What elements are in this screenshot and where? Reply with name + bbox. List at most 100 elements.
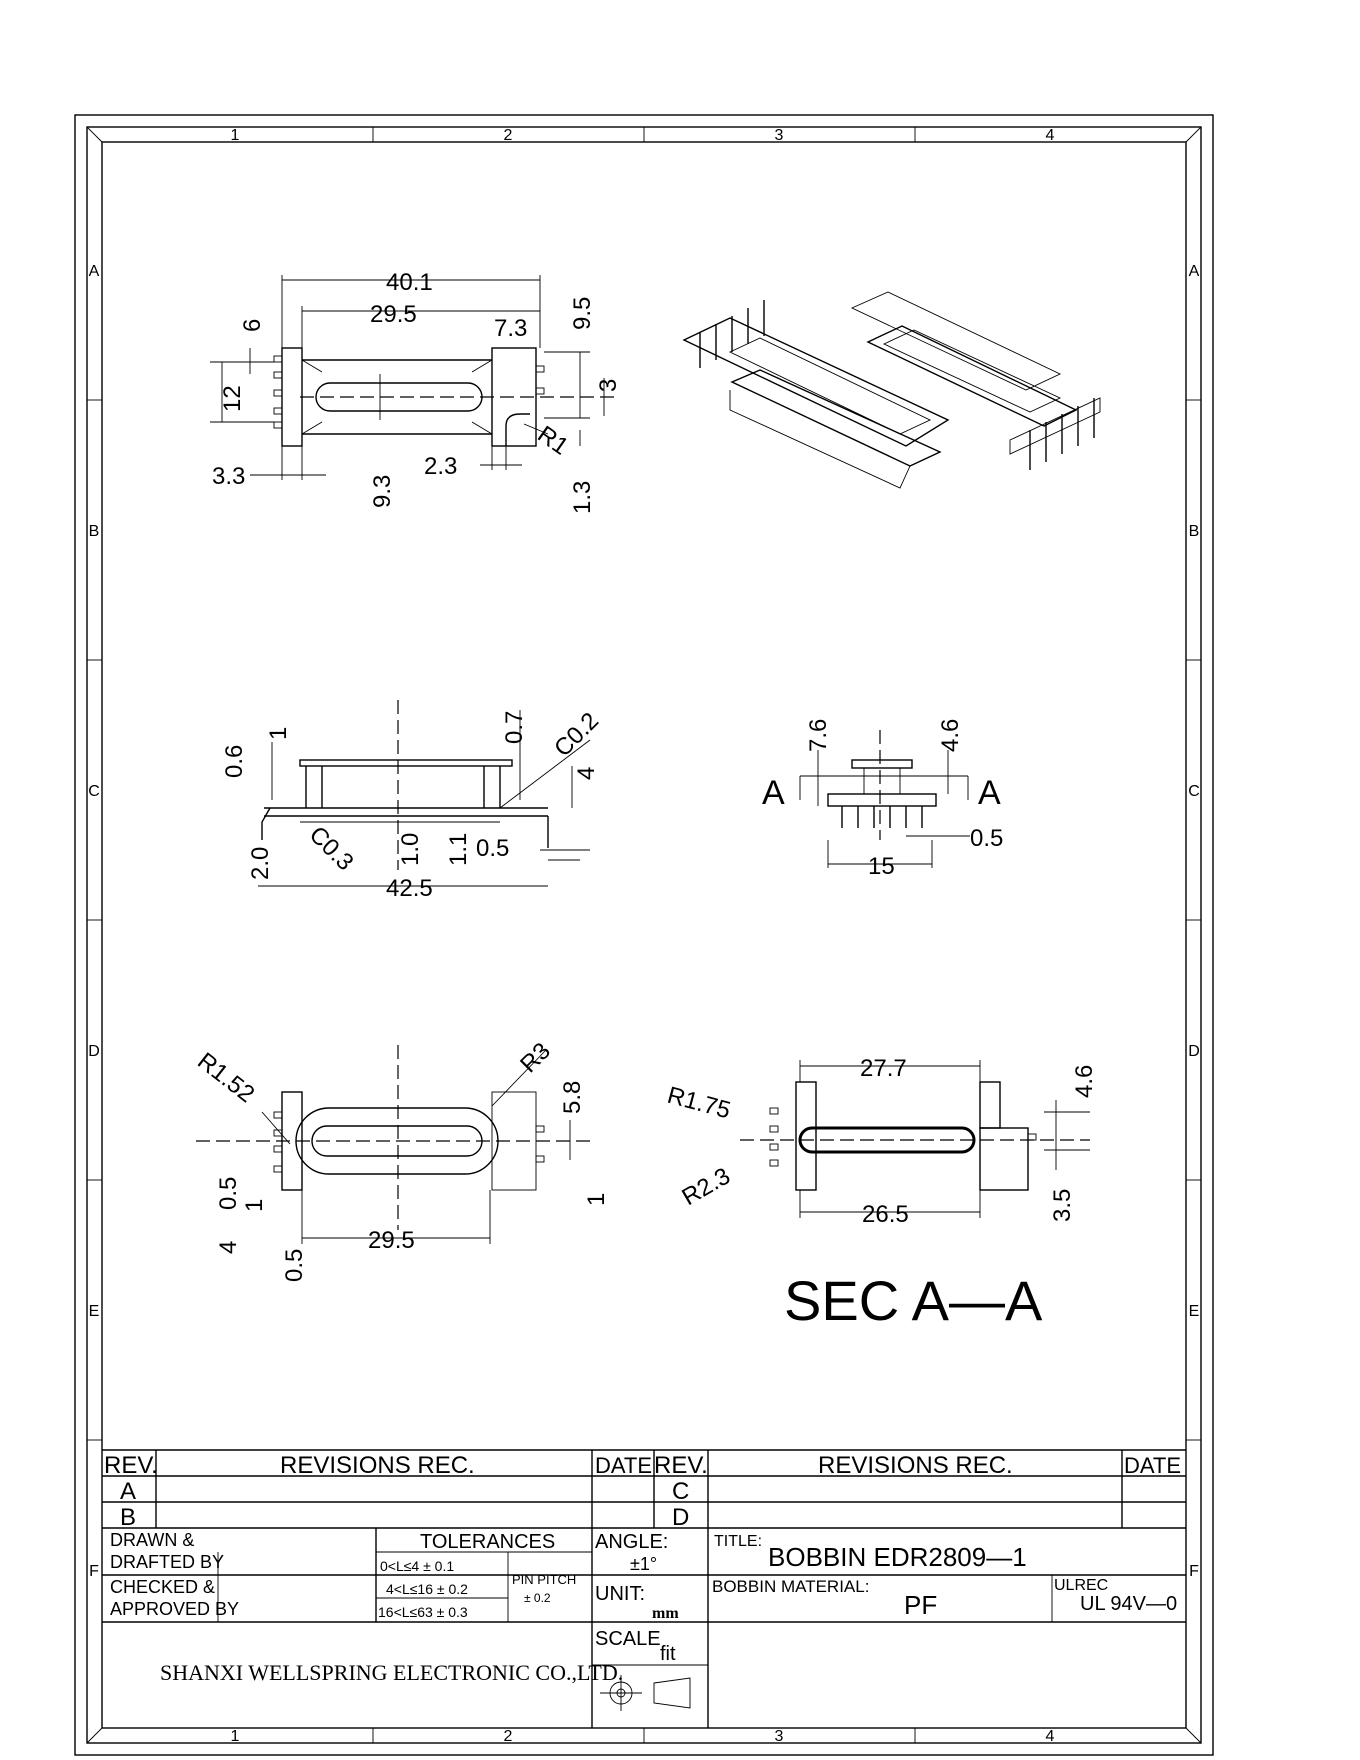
row-label: A	[89, 263, 100, 280]
row-label: F	[89, 1563, 99, 1580]
projection-cone-icon	[653, 1677, 691, 1709]
dim-label: 9.3	[369, 475, 396, 508]
date-header: DATE	[1124, 1453, 1181, 1478]
date-header: DATE	[595, 1453, 652, 1478]
dim-label: 1.3	[569, 481, 596, 514]
row-label: E	[1189, 1303, 1200, 1320]
dim-label: 9.5	[569, 297, 596, 330]
checked-label: APPROVED BY	[110, 1599, 239, 1619]
dim-label: 0.5	[281, 1249, 308, 1282]
drawn-label: DRAWN &	[110, 1530, 194, 1550]
dim-label: 4	[215, 1241, 242, 1254]
dim-label: 0.6	[221, 745, 248, 778]
material-label: BOBBIN MATERIAL:	[712, 1577, 869, 1596]
col-label: 1	[231, 127, 240, 144]
revisions-header: REVISIONS REC.	[280, 1452, 475, 1479]
rev-value: C	[672, 1478, 689, 1505]
dim-label: 3	[595, 379, 622, 392]
col-label: 3	[775, 127, 784, 144]
top-view-dims: 40.1 29.5 7.3 9.5 6 12 3 3.3 9.3 2.3 R1 …	[212, 269, 622, 514]
rev-value: A	[120, 1478, 136, 1505]
title-label: TITLE:	[714, 1533, 762, 1550]
revisions-header: REVISIONS REC.	[818, 1452, 1013, 1479]
ulrec-value: UL 94V—0	[1080, 1593, 1177, 1615]
col-label: 1	[231, 1728, 240, 1745]
end-view-dims: 7.6 4.6 A A 0.5 15	[762, 719, 1003, 880]
side-view	[258, 700, 591, 887]
dim-label: 26.5	[862, 1201, 909, 1228]
dim-label: 27.7	[860, 1055, 907, 1082]
tolerance-row: 4<L≤16 ± 0.2	[386, 1581, 468, 1597]
dim-label: 29.5	[368, 1227, 415, 1254]
company-name: SHANXI WELLSPRING ELECTRONIC CO.,LTD.	[160, 1660, 623, 1685]
dim-label: 1.1	[445, 833, 472, 866]
dim-label: 2.0	[247, 847, 274, 880]
material-value: PF	[904, 1590, 937, 1620]
angle-label: ANGLE:	[595, 1531, 668, 1553]
dim-label: 1	[265, 727, 292, 740]
dim-label: 0.7	[501, 711, 528, 744]
rev-header: REV.	[104, 1452, 158, 1479]
dim-label: 7.3	[494, 315, 527, 342]
unit-value: mm	[652, 1605, 679, 1622]
dim-label: C0.3	[304, 821, 359, 876]
dim-label: 7.6	[805, 719, 832, 752]
title-block-text: REV. REVISIONS REC. DATE REV. REVISIONS …	[104, 1452, 1181, 1685]
dim-label: 1	[241, 1199, 268, 1212]
dim-label: R1	[533, 421, 574, 461]
rev-value: B	[120, 1504, 136, 1531]
tolerance-row: 16<L≤63 ± 0.3	[378, 1604, 468, 1620]
dim-label: 42.5	[386, 875, 433, 902]
col-label: 4	[1046, 1728, 1055, 1745]
dim-label: 3.5	[1049, 1189, 1076, 1222]
rev-header: REV.	[654, 1452, 708, 1479]
section-view-dims: 27.7 4.6 R1.75 R2.3 26.5 3.5 SEC A—A	[664, 1055, 1098, 1332]
dim-label: 40.1	[386, 269, 433, 296]
isometric-view	[682, 291, 1101, 489]
dim-label: R2.3	[678, 1162, 735, 1211]
dim-label: R3	[515, 1037, 556, 1078]
col-label: 3	[775, 1728, 784, 1745]
ulrec-label: ULREC	[1054, 1577, 1108, 1594]
row-label: A	[1189, 263, 1200, 280]
dim-label: 4	[573, 767, 600, 780]
bottom-view	[196, 1045, 590, 1244]
scale-label: SCALE	[595, 1628, 661, 1650]
side-view-dims: 0.6 1 0.7 C0.2 4 2.0 C0.3 1.0 1.1 0.5 42…	[221, 707, 604, 902]
dim-label: 1.0	[397, 833, 424, 866]
dim-label: R1.52	[192, 1047, 259, 1108]
dim-label: 4.6	[937, 719, 964, 752]
row-labels: A B C D E F A B C D E F	[88, 263, 1200, 1580]
dim-label: 4.6	[1071, 1065, 1098, 1098]
dim-label: 0.5	[476, 835, 509, 862]
dim-label: 2.3	[424, 453, 457, 480]
row-label: B	[1189, 523, 1200, 540]
column-labels: 1 2 3 4 1 2 3 4	[231, 127, 1055, 1745]
tolerances-header: TOLERANCES	[420, 1531, 555, 1553]
pin-pitch-value: ± 0.2	[524, 1591, 551, 1605]
dim-label: 12	[219, 385, 246, 412]
dim-label: 1	[583, 1193, 610, 1206]
section-title: SEC A—A	[784, 1269, 1043, 1332]
unit-label: UNIT:	[595, 1583, 645, 1605]
dim-label: 0.5	[970, 825, 1003, 852]
dim-label: 5.8	[559, 1081, 586, 1114]
col-label: 2	[504, 127, 513, 144]
col-label: 2	[504, 1728, 513, 1745]
row-label: C	[88, 783, 100, 800]
dim-label: 3.3	[212, 463, 245, 490]
title-block	[102, 1449, 1186, 1728]
end-view	[799, 730, 970, 868]
row-label: B	[89, 523, 100, 540]
scale-value: fit	[660, 1643, 676, 1665]
drawn-label: DRAFTED BY	[110, 1552, 224, 1572]
dim-label: 0.5	[215, 1177, 242, 1210]
dim-label: 6	[239, 319, 266, 332]
dim-label: R1.75	[664, 1082, 733, 1125]
row-label: C	[1188, 783, 1200, 800]
section-marker: A	[762, 774, 785, 812]
sheet-frame	[74, 114, 1214, 1756]
section-view	[740, 1060, 1090, 1218]
rev-value: D	[672, 1504, 689, 1531]
